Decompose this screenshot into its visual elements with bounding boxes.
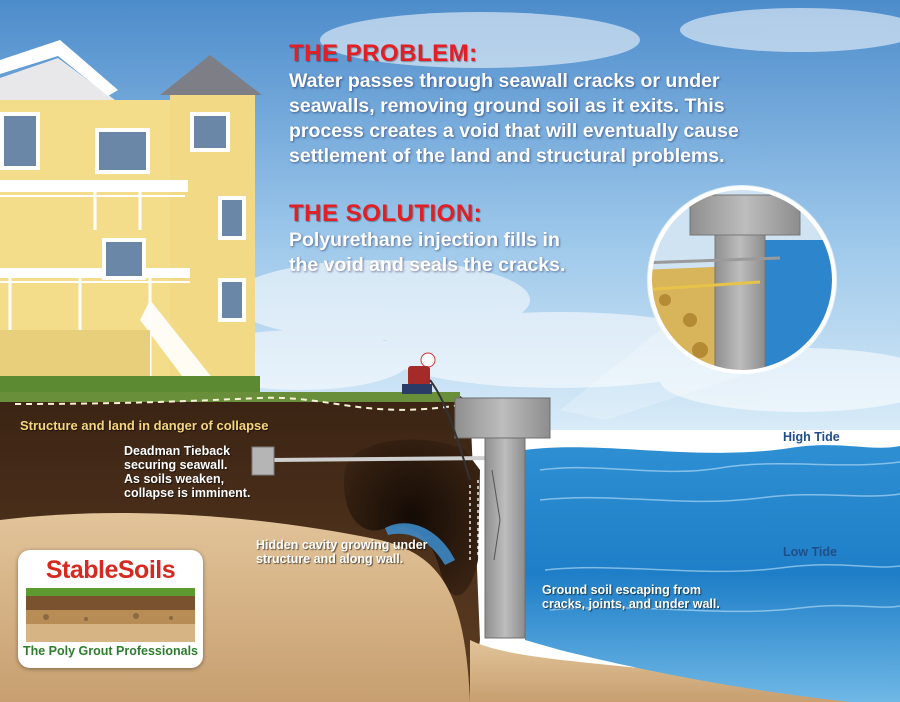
tieback-line: As soils weaken,	[124, 472, 225, 486]
escaping-flow	[469, 480, 479, 560]
collapse-label: Structure and land in danger of collapse	[20, 418, 269, 433]
tieback-line: Deadman Tieback	[124, 444, 231, 458]
stable-soils-logo: StableSoils The Poly Grout Professionals	[18, 550, 203, 668]
zoom-detail	[647, 185, 837, 375]
logo-tagline: The Poly Grout Professionals	[22, 644, 199, 658]
low-tide-label: Low Tide	[783, 545, 837, 559]
solution-body: Polyurethane injection fills in the void…	[289, 228, 565, 278]
tieback-label: Deadman Tieback securing seawall. As soi…	[124, 444, 250, 500]
solution-heading: THE SOLUTION:	[289, 200, 483, 227]
escaping-line: cracks, joints, and under wall.	[542, 597, 720, 611]
problem-body: Water passes through seawall cracks or u…	[289, 69, 739, 169]
tieback-line: securing seawall.	[124, 458, 228, 472]
solution-line: Polyurethane injection fills in	[289, 229, 560, 251]
solution-line: the void and seals the cracks.	[289, 254, 566, 276]
escaping-line: Ground soil escaping from	[542, 583, 702, 597]
problem-line: process creates a void that will eventua…	[289, 120, 739, 142]
high-tide-label: High Tide	[783, 430, 840, 444]
collapse-line	[14, 396, 461, 411]
cavity-label: Hidden cavity growing under structure an…	[256, 538, 428, 566]
problem-line: settlement of the land and structural pr…	[289, 145, 725, 167]
logo-brand: StableSoils	[45, 556, 176, 584]
cavity-line: structure and along wall.	[256, 552, 404, 566]
problem-heading: THE PROBLEM:	[289, 40, 478, 67]
grass	[0, 392, 460, 402]
cavity-line: Hidden cavity growing under	[256, 538, 428, 552]
worker	[402, 352, 471, 481]
deadman-anchor	[251, 446, 275, 476]
problem-line: Water passes through seawall cracks or u…	[289, 70, 720, 92]
problem-line: seawalls, removing ground soil as it exi…	[289, 95, 725, 117]
soil-layers-icon	[26, 588, 195, 642]
water	[525, 445, 900, 702]
tieback-line: collapse is imminent.	[124, 486, 251, 500]
house	[0, 40, 262, 400]
seawall	[454, 397, 551, 639]
tieback-rod	[271, 456, 496, 462]
escaping-label: Ground soil escaping from cracks, joints…	[542, 583, 720, 611]
